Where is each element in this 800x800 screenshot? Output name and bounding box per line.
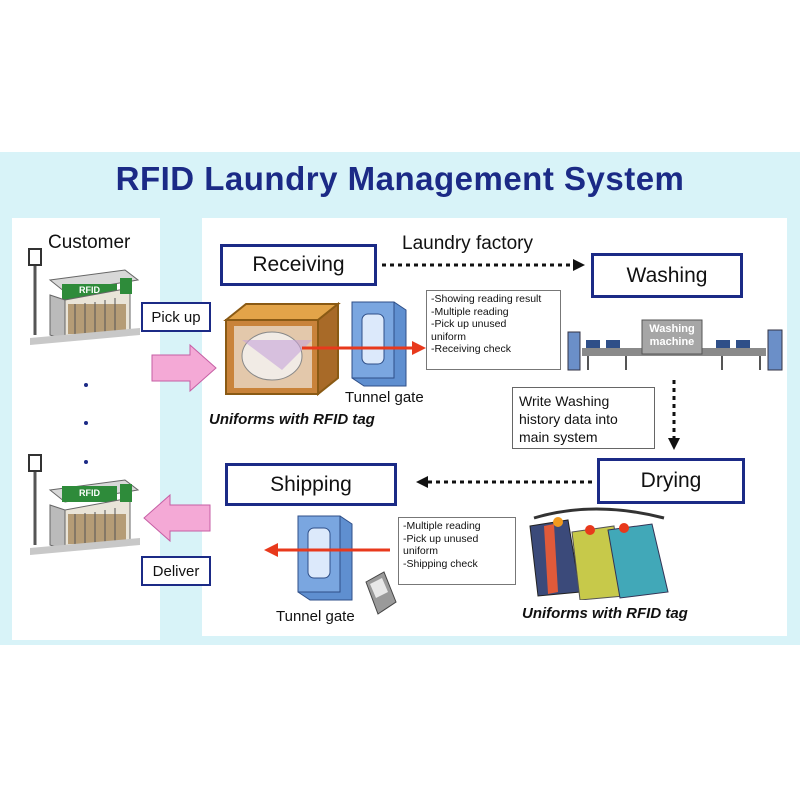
note-line: -Pick up unused bbox=[431, 318, 507, 330]
washing-machine-line: Washing bbox=[649, 323, 695, 335]
note-line: uniform bbox=[403, 545, 439, 557]
history-line: main system bbox=[519, 429, 598, 445]
handheld-reader-icon bbox=[365, 571, 397, 615]
washing-machine-line: machine bbox=[649, 336, 695, 348]
note-line: -Pick up unused bbox=[403, 532, 479, 545]
uniforms-hangers-illustration bbox=[529, 507, 669, 600]
shop-illustration-top bbox=[28, 248, 140, 345]
stage-washing: Washing bbox=[591, 253, 743, 298]
flow-arrow-drying-shipping bbox=[416, 476, 595, 488]
flow-arrow-receiving-washing bbox=[382, 259, 585, 271]
pickup-arrow bbox=[151, 343, 217, 393]
uniforms-caption-bottom: Uniforms with RFID tag bbox=[522, 605, 688, 622]
shop-illustration-bottom bbox=[28, 454, 140, 555]
uniform-box-illustration bbox=[223, 301, 341, 397]
history-line: Write Washing bbox=[519, 393, 610, 409]
stage-receiving: Receiving bbox=[220, 244, 377, 286]
laundry-factory-label: Laundry factory bbox=[402, 233, 533, 254]
note-line: -Multiple reading bbox=[403, 520, 481, 532]
tunnel-gate-top-label: Tunnel gate bbox=[345, 389, 424, 406]
note-line: -Shipping check bbox=[403, 557, 478, 570]
pickup-box: Pick up bbox=[141, 302, 211, 332]
red-arrow-shipping bbox=[264, 543, 390, 557]
note-line: -Showing reading result bbox=[431, 293, 542, 305]
uniforms-caption-top: Uniforms with RFID tag bbox=[209, 411, 375, 428]
stage-shipping: Shipping bbox=[225, 463, 397, 506]
diagram-title: RFID Laundry Management System bbox=[115, 160, 685, 197]
receiving-notes: -Showing reading result -Multiple readin… bbox=[426, 290, 561, 370]
history-note: Write Washing history data into main sys… bbox=[512, 387, 655, 449]
stage-drying: Drying bbox=[597, 458, 745, 504]
shop-sign-bottom: RFID bbox=[79, 488, 100, 498]
note-line: uniform bbox=[431, 330, 467, 343]
note-line: -Multiple reading bbox=[431, 305, 509, 318]
history-line: history data into bbox=[519, 411, 618, 427]
note-line: -Receiving check bbox=[431, 343, 511, 355]
deliver-box: Deliver bbox=[141, 556, 211, 586]
continuation-dot bbox=[84, 421, 88, 425]
continuation-dot bbox=[84, 383, 88, 387]
continuation-dot bbox=[84, 460, 88, 464]
tunnel-gate-top-icon bbox=[351, 301, 407, 387]
tunnel-gate-bottom-icon bbox=[297, 515, 353, 601]
flow-arrow-washing-drying bbox=[668, 380, 680, 450]
washing-machine-illustration bbox=[567, 319, 783, 371]
shipping-notes: -Multiple reading -Pick up unused unifor… bbox=[398, 517, 516, 585]
deliver-arrow bbox=[143, 493, 211, 543]
shop-sign-top: RFID bbox=[79, 285, 100, 295]
washing-machine-label: Washing machine bbox=[642, 323, 702, 349]
red-arrow-receiving bbox=[302, 341, 426, 355]
customer-label: Customer bbox=[48, 232, 131, 253]
tunnel-gate-bottom-label: Tunnel gate bbox=[276, 608, 355, 625]
